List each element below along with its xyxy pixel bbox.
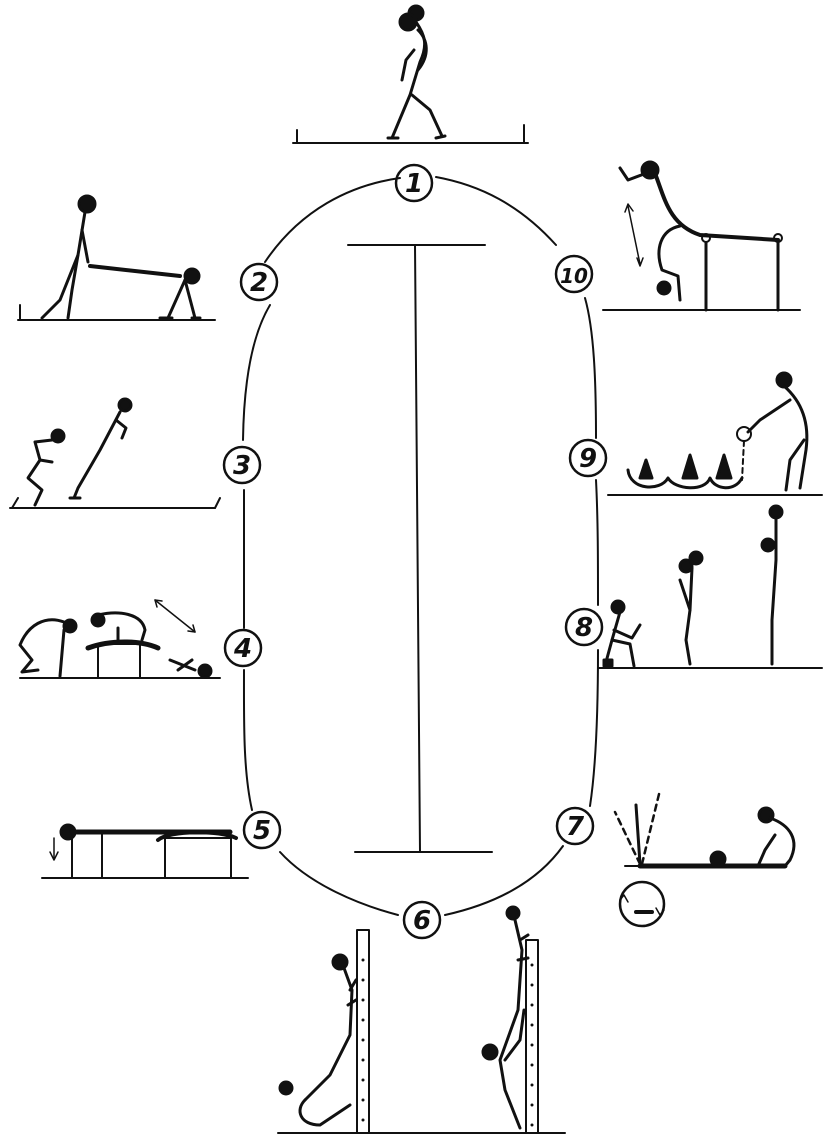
station-7-label: 7 xyxy=(566,812,585,842)
station-2-figure xyxy=(18,196,215,320)
station-9-label: 9 xyxy=(579,444,597,474)
station-9-figure xyxy=(608,373,822,495)
station-10-label: 10 xyxy=(560,264,588,288)
station-8-figure xyxy=(598,506,822,668)
station-3-figure xyxy=(10,399,220,508)
station-4-label: 4 xyxy=(233,634,252,664)
station-1-figure xyxy=(293,6,528,143)
station-2-label: 2 xyxy=(250,268,268,298)
station-8-label: 8 xyxy=(575,613,593,643)
station-5-label: 5 xyxy=(253,816,271,846)
station-5-figure xyxy=(42,825,248,878)
center-axis xyxy=(348,245,492,852)
station-3-label: 3 xyxy=(233,451,251,481)
station-1-label: 1 xyxy=(405,169,423,199)
station-10-figure xyxy=(603,162,800,310)
station-7-figure xyxy=(615,790,794,926)
station-6-label: 6 xyxy=(413,906,431,936)
station-6-figure xyxy=(278,907,565,1133)
station-4-figure xyxy=(20,600,220,678)
